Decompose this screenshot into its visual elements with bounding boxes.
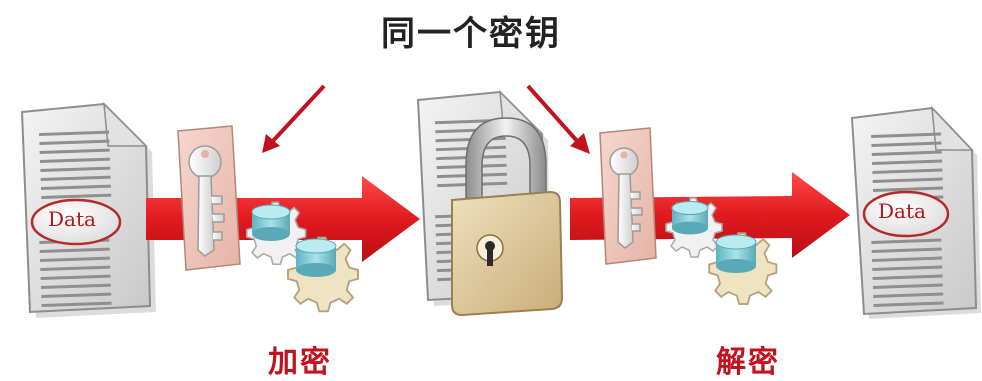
encrypt-label: 加密 [268,345,332,380]
decrypt-label: 解密 [716,345,780,380]
output-data-label: Data [878,199,926,223]
key-icon [599,127,657,265]
gear-icon [246,201,359,313]
key-icon [177,125,241,271]
input-data-label: Data [48,207,96,231]
gear-icon [665,197,778,305]
diagram-title: 同一个密钥 [381,14,561,54]
pointer-arrow-right [526,84,590,154]
data-oval-left [30,198,122,246]
data-oval-right [862,190,950,238]
pointer-arrow-left [262,84,326,153]
padlock-icon [451,117,564,317]
document-icon [20,101,156,318]
document-icon [850,105,981,319]
